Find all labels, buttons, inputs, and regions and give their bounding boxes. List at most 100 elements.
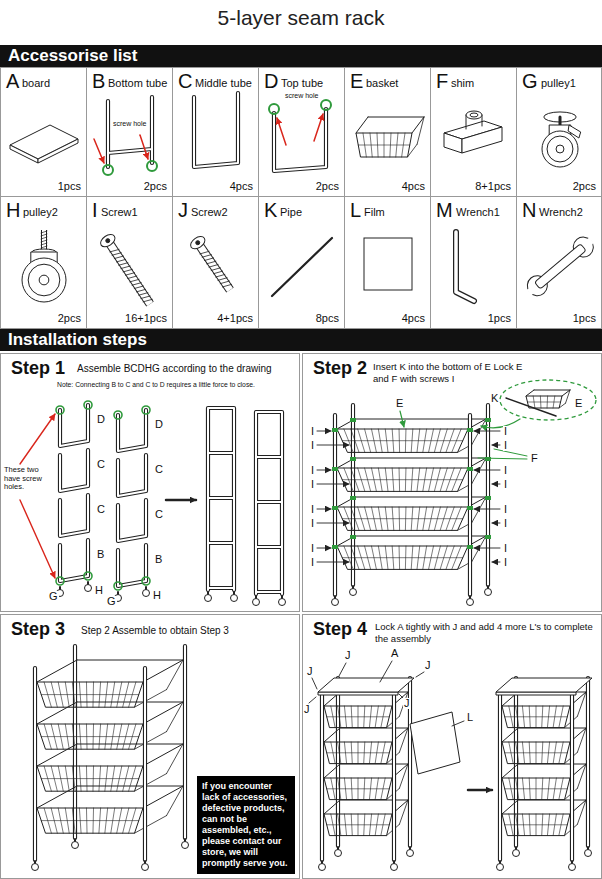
rack-post bbox=[183, 646, 187, 838]
screw-hole-mark bbox=[142, 577, 150, 585]
basket-front bbox=[324, 778, 392, 800]
u-tube-core bbox=[60, 450, 88, 491]
caster-thread bbox=[41, 237, 47, 239]
basket-wire bbox=[505, 716, 568, 717]
header-text: Accessorise list bbox=[8, 46, 137, 66]
part-drawing bbox=[10, 125, 78, 163]
step-heading: Step 1 bbox=[11, 358, 65, 379]
step-instruction: Insert K into the bottom of E Lock E and… bbox=[373, 361, 523, 385]
basket-rim bbox=[37, 660, 77, 682]
screw-thread bbox=[110, 249, 119, 251]
wheel bbox=[205, 595, 212, 602]
arrow bbox=[468, 789, 492, 792]
wheel bbox=[467, 599, 474, 606]
basket-rim bbox=[518, 800, 586, 801]
basket-wire bbox=[41, 820, 139, 821]
basket-front bbox=[37, 766, 143, 791]
wheel bbox=[253, 599, 260, 606]
basket-front bbox=[337, 468, 468, 491]
shim bbox=[467, 428, 473, 432]
part-letter: B bbox=[92, 70, 105, 93]
step-heading: Step 3 bbox=[11, 619, 65, 640]
rack-post bbox=[586, 678, 590, 846]
part-callout: C bbox=[96, 504, 106, 515]
leader-line bbox=[309, 697, 316, 703]
screw-hole-mark bbox=[114, 411, 122, 419]
rack-post-core bbox=[321, 692, 323, 860]
leader-arrow bbox=[492, 562, 500, 563]
screw-thread bbox=[112, 253, 121, 255]
part-name: board bbox=[22, 77, 50, 90]
rack-post-core bbox=[34, 668, 36, 860]
u-tube bbox=[60, 495, 88, 536]
quantity: 2pcs bbox=[58, 312, 81, 325]
part-name: Film bbox=[364, 206, 385, 219]
quantity: 1pcs bbox=[58, 180, 81, 193]
basket-edge bbox=[472, 536, 486, 561]
basket-wire bbox=[342, 479, 463, 480]
basket-wire bbox=[505, 752, 568, 753]
part-name: Wrench1 bbox=[456, 206, 500, 219]
quantity: 1pcs bbox=[573, 312, 596, 325]
quantity: 1pcs bbox=[488, 312, 511, 325]
basket-rim bbox=[356, 117, 368, 133]
basket-edge bbox=[167, 702, 183, 732]
basket-wire bbox=[358, 145, 410, 146]
wheel bbox=[569, 864, 576, 871]
part-cell: Ebasket4pcs bbox=[344, 67, 431, 197]
rack-post bbox=[143, 668, 147, 860]
board-side bbox=[10, 145, 38, 163]
basket-front bbox=[502, 742, 570, 764]
rack-post bbox=[498, 692, 502, 860]
screw-thread bbox=[222, 284, 231, 287]
part-letter: D bbox=[264, 70, 278, 93]
caster-thread bbox=[41, 234, 47, 236]
part-callout: H bbox=[152, 590, 162, 601]
basket-wire bbox=[41, 736, 139, 737]
basket-rim bbox=[337, 419, 355, 429]
step-instruction: Assemble BCDHG according to the drawing bbox=[77, 363, 272, 375]
shim bbox=[467, 545, 473, 549]
leader-arrow bbox=[317, 445, 349, 446]
bottom-tube bbox=[108, 97, 152, 167]
basket-edge bbox=[417, 117, 424, 144]
basket-edge bbox=[472, 419, 486, 444]
basket-edge bbox=[167, 744, 183, 774]
screw-thread bbox=[134, 286, 143, 288]
part-name: basket bbox=[366, 77, 398, 90]
notice-box: If you encounter lack of accessories, de… bbox=[197, 776, 295, 874]
caster-rim bbox=[547, 136, 573, 162]
shim bbox=[332, 545, 338, 549]
wheel bbox=[350, 589, 357, 596]
basket-rim bbox=[77, 786, 183, 787]
screw-thread bbox=[114, 256, 123, 258]
basket-wire bbox=[342, 557, 463, 558]
screw-thread bbox=[216, 274, 225, 277]
basket-front bbox=[37, 808, 143, 833]
step-note: Note: Connecting B to C and C to D requi… bbox=[57, 381, 297, 389]
basket-rim bbox=[502, 800, 518, 814]
leader-arrow bbox=[492, 523, 500, 524]
basket-wire bbox=[327, 752, 390, 753]
part-callout: A bbox=[390, 648, 399, 659]
quantity: 8pcs bbox=[316, 312, 339, 325]
basket-front bbox=[502, 706, 570, 728]
bottom-tube-core bbox=[108, 97, 152, 167]
basket-wire bbox=[342, 518, 463, 519]
ladder bbox=[256, 412, 282, 594]
basket-front bbox=[37, 682, 143, 707]
basket-rim bbox=[502, 764, 518, 778]
part-drawing bbox=[444, 111, 502, 153]
caster-thread bbox=[41, 246, 47, 248]
screw-callout: I bbox=[310, 426, 315, 437]
part-callout: K bbox=[490, 393, 499, 404]
screw-hole-mark bbox=[84, 401, 92, 409]
part-cell: KPipe8pcs bbox=[258, 196, 345, 329]
leader-arrow bbox=[474, 548, 500, 549]
basket-rim bbox=[355, 419, 486, 420]
part-name: pulley2 bbox=[23, 206, 58, 219]
basket-edge bbox=[167, 786, 183, 816]
basket-front bbox=[356, 133, 412, 157]
shim bbox=[332, 428, 338, 432]
screw-thread bbox=[119, 263, 128, 265]
